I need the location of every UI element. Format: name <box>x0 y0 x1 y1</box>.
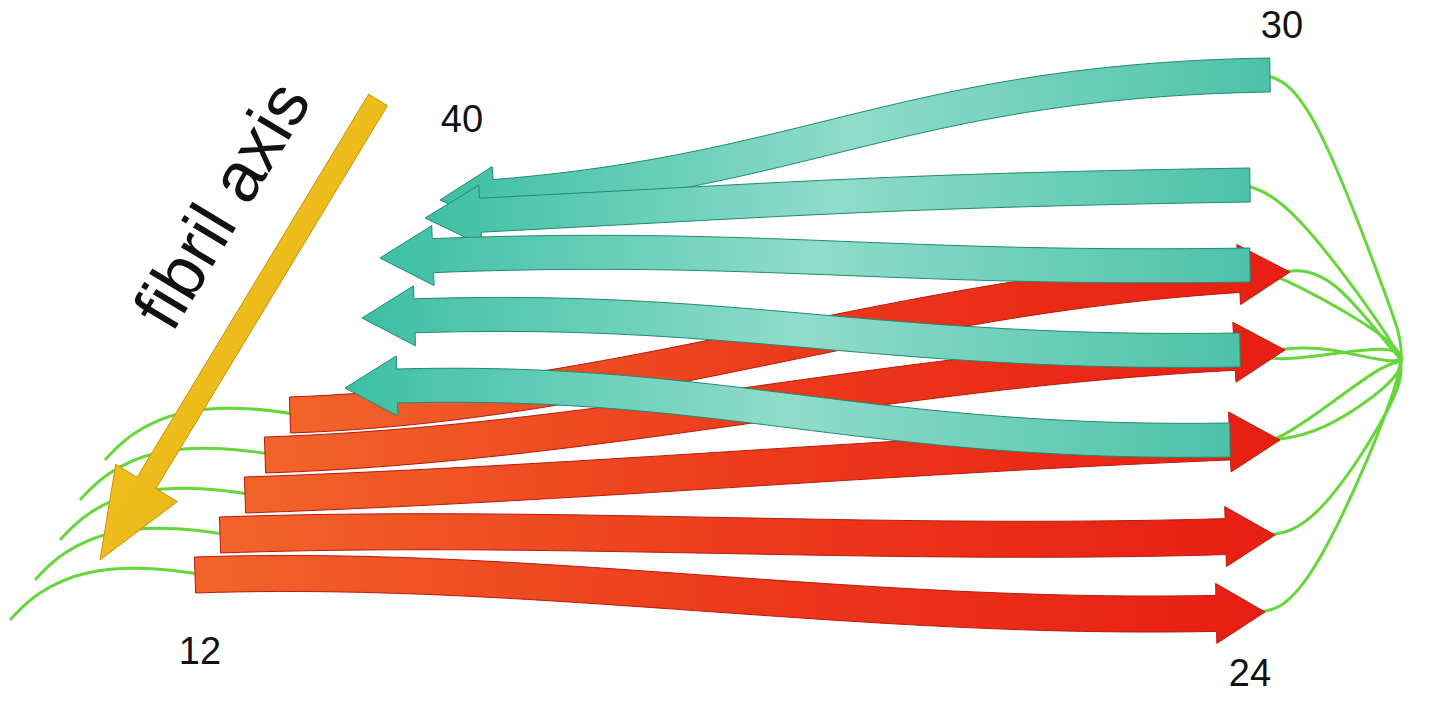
beta-strand <box>380 226 1250 286</box>
residue-number: 30 <box>1261 4 1303 48</box>
beta-strand <box>194 555 1265 643</box>
loop-segment <box>1255 75 1401 612</box>
residue-number: 24 <box>1229 652 1271 696</box>
beta-strand <box>362 286 1240 368</box>
residue-number: 12 <box>179 630 221 674</box>
residue-number: 40 <box>441 98 483 142</box>
terminal-segment <box>10 568 205 620</box>
beta-strand <box>425 168 1250 245</box>
axis-label: fibril axis <box>117 68 326 343</box>
beta-strand <box>345 356 1230 457</box>
